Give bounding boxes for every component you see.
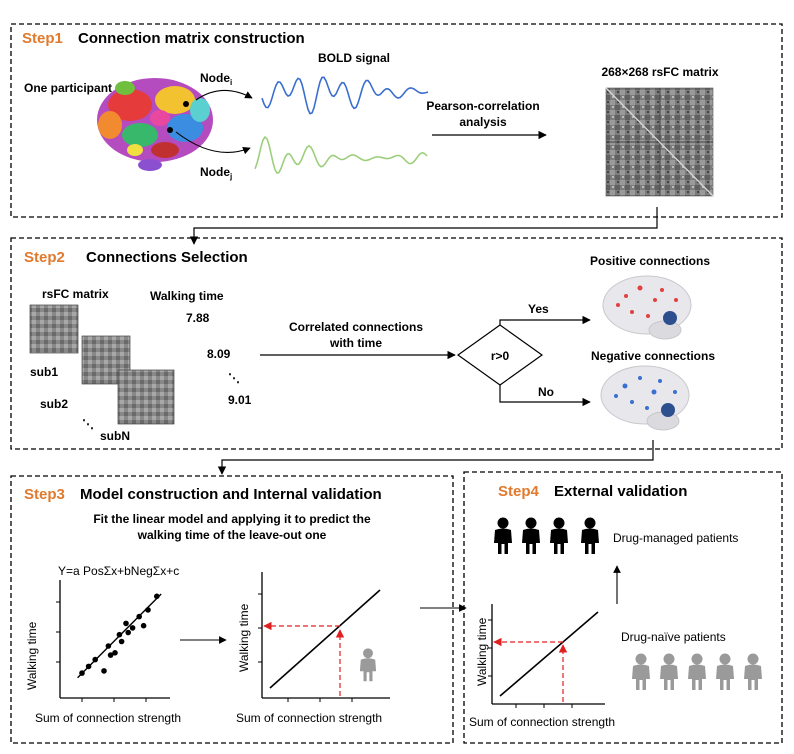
step3-title: Model construction and Internal validati… <box>80 486 382 503</box>
prediction-xlabel: Sum of connection strength <box>236 711 382 725</box>
external-ylabel: Walking time <box>475 617 489 686</box>
pearson-line1: Pearson-correlation <box>426 99 539 113</box>
external-validation-plot <box>488 604 605 708</box>
prediction-ylabel: Walking time <box>237 603 251 672</box>
scatter-point <box>129 625 136 631</box>
sub2-label: sub2 <box>40 397 68 411</box>
step3-subtitle-line1: Fit the linear model and applying it to … <box>93 512 371 526</box>
yes-arrow <box>499 315 591 325</box>
scatter-point <box>92 656 98 663</box>
ellipsis-times: ⋱ <box>228 371 240 385</box>
node-j-label: Nodej <box>200 165 232 181</box>
scatter-ylabel: Walking time <box>25 621 39 690</box>
step2-box <box>10 237 783 450</box>
no-arrow <box>499 385 591 407</box>
prediction-model-line <box>269 589 381 689</box>
scatter-chart <box>56 580 170 702</box>
person-icon <box>494 517 512 554</box>
positive-connections-label: Positive connections <box>590 254 710 268</box>
node-i-arrow <box>195 89 253 101</box>
ellipsis-subjects: ⋱ <box>82 417 94 431</box>
brain-atlas-image <box>97 78 213 171</box>
walking-time-label: Walking time <box>150 289 224 303</box>
participant-label: One participant <box>24 81 112 95</box>
sub1-label: sub1 <box>30 365 58 379</box>
step4-label: Step4 <box>498 483 540 500</box>
rsfc-matrix-label: rsFC matrix <box>42 287 109 301</box>
rsfc-matrix-image <box>605 87 714 197</box>
model-formula: Y=a PosΣx+bNegΣx+c <box>58 564 179 578</box>
person-icon <box>581 517 599 554</box>
yes-label: Yes <box>528 302 549 316</box>
step2-label: Step2 <box>24 249 65 266</box>
time-sub1: 7.88 <box>186 311 210 325</box>
matrix-title: 268×268 rsFC matrix <box>601 65 718 79</box>
scatter-point <box>154 593 160 600</box>
scatter-point <box>79 670 85 676</box>
leave-out-person-icon <box>359 648 377 682</box>
step3-label: Step3 <box>24 486 65 503</box>
sub1-matrix <box>29 304 79 354</box>
step1-title: Connection matrix construction <box>78 30 305 47</box>
negative-connections-brain <box>600 365 690 431</box>
step4-box <box>463 471 783 744</box>
scatter-point <box>105 643 112 649</box>
scatter-point <box>123 620 129 627</box>
step2-title: Connections Selection <box>86 249 248 266</box>
scatter-point <box>118 638 125 645</box>
step1-box <box>10 23 783 218</box>
person-icon <box>688 653 706 690</box>
person-icon <box>522 517 540 554</box>
time-subN: 9.01 <box>228 393 252 407</box>
person-icon <box>660 653 678 690</box>
person-icon <box>550 517 568 554</box>
bold-signal-node-i <box>261 76 429 115</box>
step2-to-step3-arrow <box>217 440 654 475</box>
scatter-point <box>85 663 92 670</box>
drug-naive-people-icons <box>632 653 762 690</box>
prediction-plot <box>258 572 390 702</box>
scatter-point <box>112 650 118 656</box>
person-icon <box>632 653 650 690</box>
scatter-point <box>101 668 107 674</box>
external-xlabel: Sum of connection strength <box>469 715 615 729</box>
person-icon <box>716 653 734 690</box>
node-j-arrow <box>175 131 251 155</box>
scatter-point <box>125 629 131 636</box>
scatter-xlabel: Sum of connection strength <box>35 711 181 725</box>
drug-managed-label: Drug-managed patients <box>613 531 738 545</box>
scatter-point <box>136 613 142 620</box>
pearson-line2: analysis <box>459 115 507 129</box>
subN-matrix <box>117 369 175 425</box>
time-sub2: 8.09 <box>207 347 231 361</box>
scatter-point <box>107 652 114 658</box>
person-icon <box>744 653 762 690</box>
scatter-point <box>116 631 123 638</box>
condition-label: r>0 <box>491 349 510 363</box>
bold-signal-label: BOLD signal <box>318 51 390 65</box>
no-label: No <box>538 385 554 399</box>
negative-connections-label: Negative connections <box>591 349 715 363</box>
step3-box <box>10 475 454 744</box>
external-model-line <box>499 611 599 697</box>
step1-to-step2-arrow <box>189 207 658 245</box>
drug-naive-label: Drug-naïve patients <box>621 630 726 644</box>
drug-managed-people-icons <box>494 517 599 554</box>
correlated-line1: Correlated connections <box>289 320 423 334</box>
scatter-point <box>145 607 151 613</box>
bold-signal-node-j <box>254 135 428 175</box>
step1-label: Step1 <box>22 30 63 47</box>
scatter-point <box>140 622 147 629</box>
positive-connections-brain <box>602 275 692 340</box>
subN-label: subN <box>100 429 130 443</box>
correlated-line2: with time <box>329 336 382 350</box>
node-i-label: Nodei <box>200 71 232 87</box>
step3-subtitle-line2: walking time of the leave-out one <box>137 528 327 542</box>
step4-title: External validation <box>554 483 687 500</box>
